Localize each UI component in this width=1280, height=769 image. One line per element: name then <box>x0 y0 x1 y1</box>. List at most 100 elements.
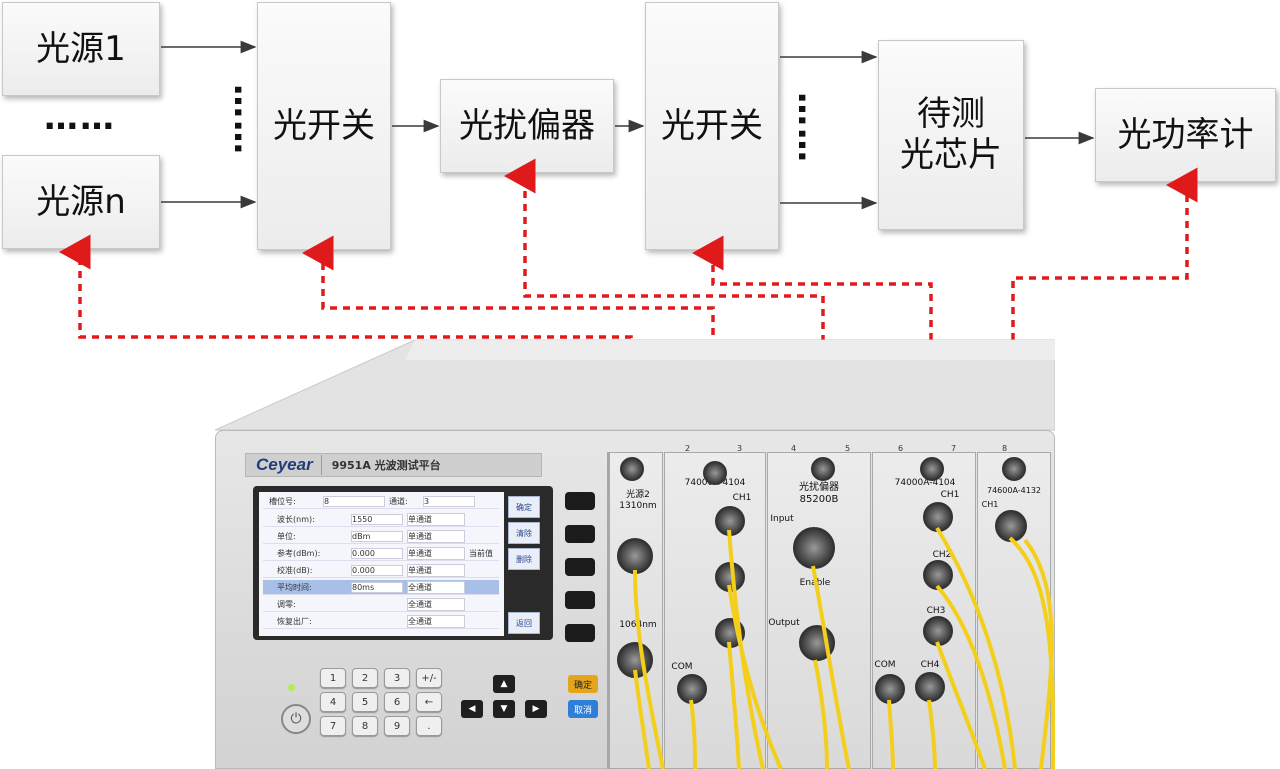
row-value[interactable]: 0.000 <box>351 564 403 576</box>
row-option[interactable]: 全通道 <box>407 614 465 628</box>
screen-row[interactable]: 参考(dBm): 0.000 单通道 当前值 <box>263 546 499 561</box>
module-scrambler-input: Input <box>770 514 794 524</box>
key-1[interactable]: 1 <box>320 668 346 688</box>
connector[interactable] <box>703 461 727 485</box>
row-value[interactable]: 1550 <box>351 513 403 525</box>
node-optical-switch-2: 光开关 <box>645 2 779 250</box>
node-power-meter: 光功率计 <box>1095 88 1276 182</box>
connector[interactable] <box>923 502 953 532</box>
cancel-key[interactable]: 取消 <box>568 700 598 718</box>
connector[interactable] <box>715 562 745 592</box>
row-label: 调零: <box>277 599 296 609</box>
screen-row[interactable]: 恢复出厂: 全通道 <box>263 614 499 629</box>
module-power-meter-ch1: CH1 <box>981 500 999 509</box>
screen-clear-button[interactable]: 清除 <box>508 522 540 544</box>
connector[interactable] <box>915 672 945 702</box>
key-9[interactable]: 9 <box>384 716 410 736</box>
node-optical-switch-1: 光开关 <box>257 2 391 250</box>
ellipsis-sources: …… <box>44 98 116 138</box>
row-value[interactable]: 0.000 <box>351 547 403 559</box>
power-led <box>288 684 295 691</box>
key-2[interactable]: 2 <box>352 668 378 688</box>
connector[interactable] <box>620 457 644 481</box>
key-3[interactable]: 3 <box>384 668 410 688</box>
node-optical-switch-2-label: 光开关 <box>661 105 763 146</box>
ok-key[interactable]: 确定 <box>568 675 598 693</box>
power-button[interactable]: ⏻ <box>281 704 311 734</box>
row-value[interactable]: dBm <box>351 530 403 542</box>
row-label: 平均时间: <box>277 582 312 592</box>
key-dot[interactable]: . <box>416 716 442 736</box>
row-label: 波长(nm): <box>277 514 315 524</box>
screen-row[interactable]: 调零: 全通道 <box>263 597 499 612</box>
key-8[interactable]: 8 <box>352 716 378 736</box>
connector[interactable] <box>677 674 707 704</box>
key-6[interactable]: 6 <box>384 692 410 712</box>
row-value[interactable]: 80ms <box>351 581 403 593</box>
row-option[interactable]: 单通道 <box>407 563 465 577</box>
connector[interactable] <box>1002 457 1026 481</box>
screen-back-button[interactable]: 返回 <box>508 612 540 634</box>
module-power-meter-label: 74600A-4132 <box>987 486 1041 495</box>
instrument-9951a: Ceyear 9951A 光波测试平台 槽位号: 8 通道: 3 波长(nm):… <box>215 330 1055 769</box>
screen-row[interactable]: 波长(nm): 1550 单通道 <box>263 512 499 527</box>
channel-value[interactable]: 3 <box>423 495 475 507</box>
module-power-meter <box>977 452 1051 769</box>
node-source-n-label: 光源n <box>36 181 126 222</box>
softkey-4[interactable] <box>565 591 595 609</box>
slot-number: 4 <box>791 444 797 453</box>
row-label: 恢复出厂: <box>277 616 312 626</box>
module-scrambler-label: 光扰偏器 85200B <box>799 482 839 505</box>
screen-row[interactable]: 单位: dBm 单通道 <box>263 529 499 544</box>
node-power-meter-label: 光功率计 <box>1117 114 1254 155</box>
dashed-link-polarizer <box>504 158 825 472</box>
nav-down-key[interactable]: ▼ <box>493 700 515 718</box>
chassis-top <box>215 339 1055 431</box>
screen-confirm-button[interactable]: 确定 <box>508 496 540 518</box>
key-4[interactable]: 4 <box>320 692 346 712</box>
softkey-5[interactable] <box>565 624 595 642</box>
nav-up-key[interactable]: ▲ <box>493 675 515 693</box>
node-polarization-scrambler: 光扰偏器 <box>440 79 614 173</box>
module-switch-b-com: COM <box>874 660 896 670</box>
softkey-3[interactable] <box>565 558 595 576</box>
screen-header-row: 槽位号: 8 通道: 3 <box>263 494 499 509</box>
row-option[interactable]: 单通道 <box>407 546 465 560</box>
key-backspace[interactable]: ← <box>416 692 442 712</box>
row-option[interactable]: 全通道 <box>407 580 465 594</box>
slot-label: 槽位号: <box>269 496 296 506</box>
module-switch-b-ch2: CH2 <box>932 550 952 560</box>
module-switch-a-ch1: CH1 <box>732 493 752 503</box>
nav-right-key[interactable]: ▶ <box>525 700 547 718</box>
slot-number: 7 <box>951 444 957 453</box>
screen-delete-button[interactable]: 删除 <box>508 548 540 570</box>
row-extra[interactable]: 当前值 <box>469 548 493 558</box>
module-switch-a-com: COM <box>671 662 693 672</box>
node-chip-under-test-label: 待测 光芯片 <box>900 94 1002 175</box>
softkey-1[interactable] <box>565 492 595 510</box>
screen-row[interactable]: 校准(dB): 0.000 单通道 <box>263 563 499 578</box>
lcd-screen: 槽位号: 8 通道: 3 波长(nm): 1550 单通道 单位: dBm 单通… <box>259 492 504 636</box>
connector[interactable] <box>617 538 653 574</box>
module-scrambler-output: Output <box>768 618 800 628</box>
brand-bar: Ceyear 9951A 光波测试平台 <box>245 453 542 477</box>
row-option[interactable]: 单通道 <box>407 529 465 543</box>
key-plus-minus[interactable]: +/- <box>416 668 442 688</box>
key-5[interactable]: 5 <box>352 692 378 712</box>
connector[interactable] <box>811 457 835 481</box>
row-option[interactable]: 单通道 <box>407 512 465 526</box>
softkey-2[interactable] <box>565 525 595 543</box>
node-polarization-scrambler-label: 光扰偏器 <box>459 105 595 146</box>
channel-label: 通道: <box>389 496 408 506</box>
row-option[interactable]: 全通道 <box>407 597 465 611</box>
connector[interactable] <box>920 457 944 481</box>
module-light-source-label: 光源2 1310nm <box>619 490 657 511</box>
slot-number: 5 <box>845 444 851 453</box>
module-switch-a <box>664 452 766 769</box>
nav-left-key[interactable]: ◀ <box>461 700 483 718</box>
slot-value[interactable]: 8 <box>323 495 385 507</box>
screen-side-buttons: 确定 清除 删除 返回 <box>508 492 540 636</box>
key-7[interactable]: 7 <box>320 716 346 736</box>
screen-row-selected[interactable]: 平均时间: 80ms 全通道 <box>263 580 499 595</box>
ellipsis-switch-1-inputs: …… <box>226 84 266 156</box>
